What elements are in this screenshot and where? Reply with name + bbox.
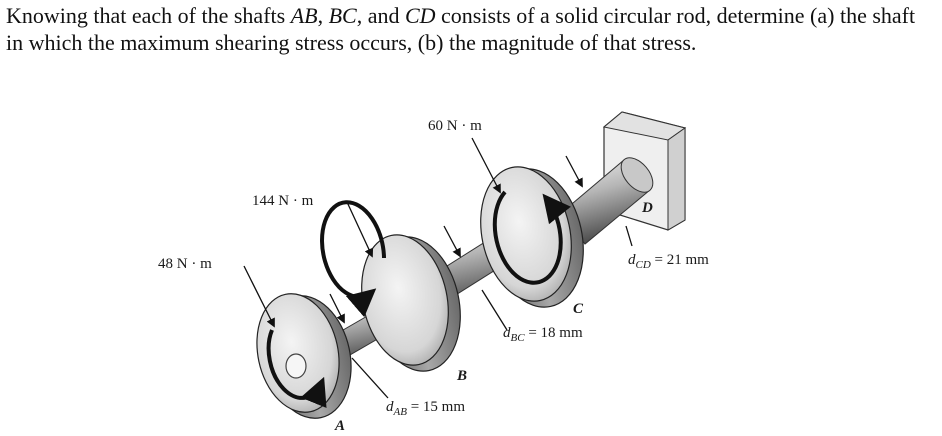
leader-torque-c — [471, 137, 501, 194]
dim-ab-label: dAB = 15 mm — [386, 399, 465, 418]
problem-statement: Knowing that each of the shafts AB, BC, … — [6, 2, 936, 56]
leader-dim-ab — [351, 357, 389, 399]
dim-cd-symbol: d — [628, 252, 636, 268]
disk-a — [256, 293, 352, 419]
tick-ab — [329, 293, 345, 324]
problem-sep-2: , and — [356, 3, 405, 28]
dim-bc-label: dBC = 18 mm — [503, 325, 583, 344]
dim-ab-value: = 15 mm — [407, 399, 465, 415]
dim-ab-subscript: AB — [393, 406, 408, 418]
shaft-bc-label: BC — [328, 3, 357, 28]
torque-b-label: 144 N · m — [252, 193, 314, 209]
disk-c — [480, 166, 584, 308]
torque-c-label: 60 N · m — [428, 118, 482, 134]
dim-bc-value: = 18 mm — [525, 325, 583, 341]
torque-a-label: 48 N · m — [158, 256, 212, 272]
point-c-label: C — [573, 301, 584, 317]
problem-text-1: Knowing that each of the shafts — [6, 3, 291, 28]
shaft-cd-label: CD — [404, 3, 436, 28]
leader-dim-bc — [481, 289, 508, 331]
dim-cd-subscript: CD — [636, 259, 651, 271]
disk-b — [320, 200, 461, 372]
problem-sep-1: , — [317, 3, 329, 28]
point-d-label: D — [641, 200, 653, 216]
dim-ab-symbol: d — [386, 399, 394, 415]
tick-cd — [565, 155, 583, 188]
tick-bc — [443, 225, 461, 258]
leader-torque-a — [243, 265, 275, 328]
point-a-label: A — [334, 418, 345, 434]
leader-lines — [243, 137, 633, 399]
dim-bc-subscript: BC — [511, 332, 526, 344]
dim-bc-symbol: d — [503, 325, 511, 341]
problem-text-2: consists of a solid circular rod, determ… — [6, 3, 916, 55]
dim-cd-value: = 21 mm — [651, 252, 709, 268]
point-b-label: B — [456, 368, 467, 384]
shaft-ab-label: AB — [290, 3, 318, 28]
leader-torque-b — [346, 201, 374, 258]
leader-dim-cd — [625, 225, 633, 247]
dim-cd-label: dCD = 21 mm — [628, 252, 709, 271]
